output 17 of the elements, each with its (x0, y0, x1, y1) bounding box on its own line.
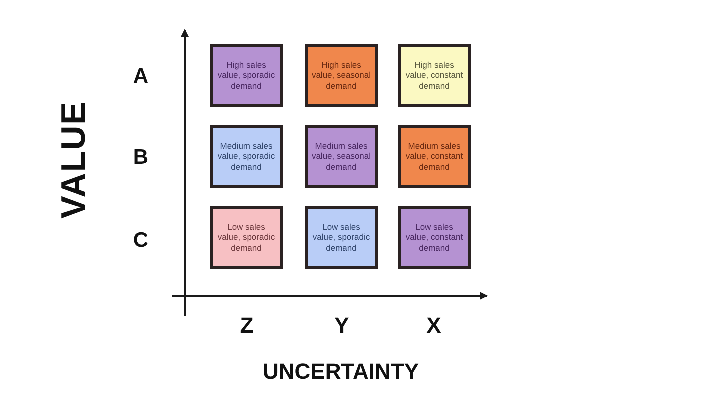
x-axis-title: UNCERTAINTY (262, 361, 420, 383)
category-box: Low sales value, sporadic demand (210, 206, 283, 269)
y-axis-title: VALUE (57, 101, 91, 219)
category-box: High sales value, seasonal demand (305, 44, 378, 107)
row-label: B (133, 146, 149, 168)
category-box: High sales value, constant demand (398, 44, 471, 107)
category-box: Medium sales value, constant demand (398, 125, 471, 188)
row-label: A (133, 66, 149, 86)
category-box: Medium sales value, sporadic demand (210, 125, 283, 188)
category-box: Low sales value, constant demand (398, 206, 471, 269)
category-box: Low sales value, sporadic demand (305, 206, 378, 269)
column-label: X (426, 315, 442, 337)
column-label: Z (240, 315, 254, 337)
row-label: C (133, 230, 149, 250)
column-label: Y (334, 315, 350, 337)
category-box: High sales value, sporadic demand (210, 44, 283, 107)
category-box: Medium sales value, seasonal demand (305, 125, 378, 188)
